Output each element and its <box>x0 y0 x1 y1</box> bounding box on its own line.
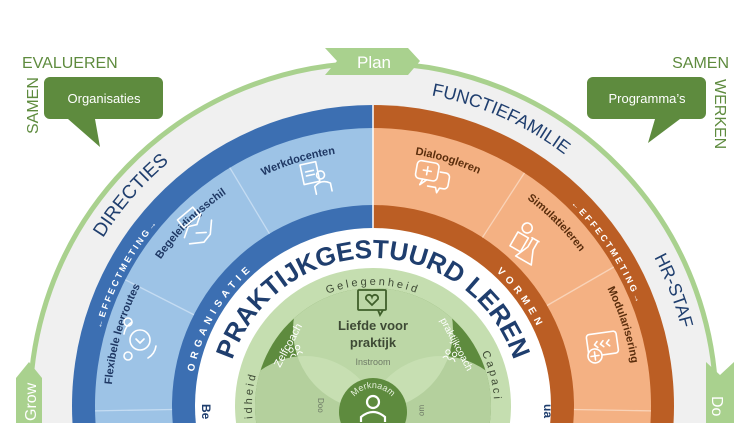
svg-text:Grow: Grow <box>23 382 40 421</box>
person-icon <box>359 394 387 422</box>
flask-person-icon <box>509 222 540 266</box>
people-icon-right <box>442 349 458 363</box>
merknaam-circle[interactable] <box>339 378 407 423</box>
top-circle-sub: Instroom <box>355 357 390 367</box>
partial-label-right: ua <box>541 404 555 418</box>
corner-evalueren: EVALUEREN <box>22 55 118 72</box>
bubble-programmas[interactable]: Programma’s <box>587 77 706 143</box>
svg-text:Do: Do <box>708 396 725 417</box>
corner-samen-left: SAMEN <box>25 77 42 134</box>
bubble-organisaties[interactable]: Organisaties <box>44 77 163 147</box>
partial-label-left: Be <box>199 404 213 420</box>
cycle-heart-icon <box>123 317 157 361</box>
segment-divider <box>95 408 173 412</box>
corner-werken: WERKEN <box>711 79 728 149</box>
segment-divider <box>546 266 615 307</box>
left-sub-label: Doo <box>316 398 325 413</box>
right-sub-label: om <box>417 405 426 416</box>
svg-text:Programma’s: Programma’s <box>608 91 686 106</box>
plan-arrow[interactable]: Plan <box>325 48 420 75</box>
speech-bubbles-plus-icon <box>414 159 451 194</box>
heart-speech-icon <box>357 289 387 318</box>
handshake-icon <box>176 206 213 245</box>
segment-divider <box>229 167 271 235</box>
clipboard-plus-icon <box>585 330 620 364</box>
grow-arrow[interactable]: Grow <box>16 362 42 423</box>
svg-text:Organisaties: Organisaties <box>68 91 141 106</box>
segment-divider <box>125 279 195 316</box>
segment-divider <box>481 172 525 238</box>
segment-dividers <box>95 167 651 412</box>
segment-divider <box>573 408 651 412</box>
teacher-board-icon <box>299 160 333 196</box>
svg-text:Plan: Plan <box>357 53 391 72</box>
top-circle-line1: Liefde voor <box>338 318 408 333</box>
ring-left: idheid <box>243 370 260 419</box>
do-arrow[interactable]: Do <box>706 362 734 423</box>
top-circle-line2: praktijk <box>350 335 397 350</box>
people-icon-left <box>288 344 304 358</box>
corner-samen-right: SAMEN <box>672 55 729 72</box>
